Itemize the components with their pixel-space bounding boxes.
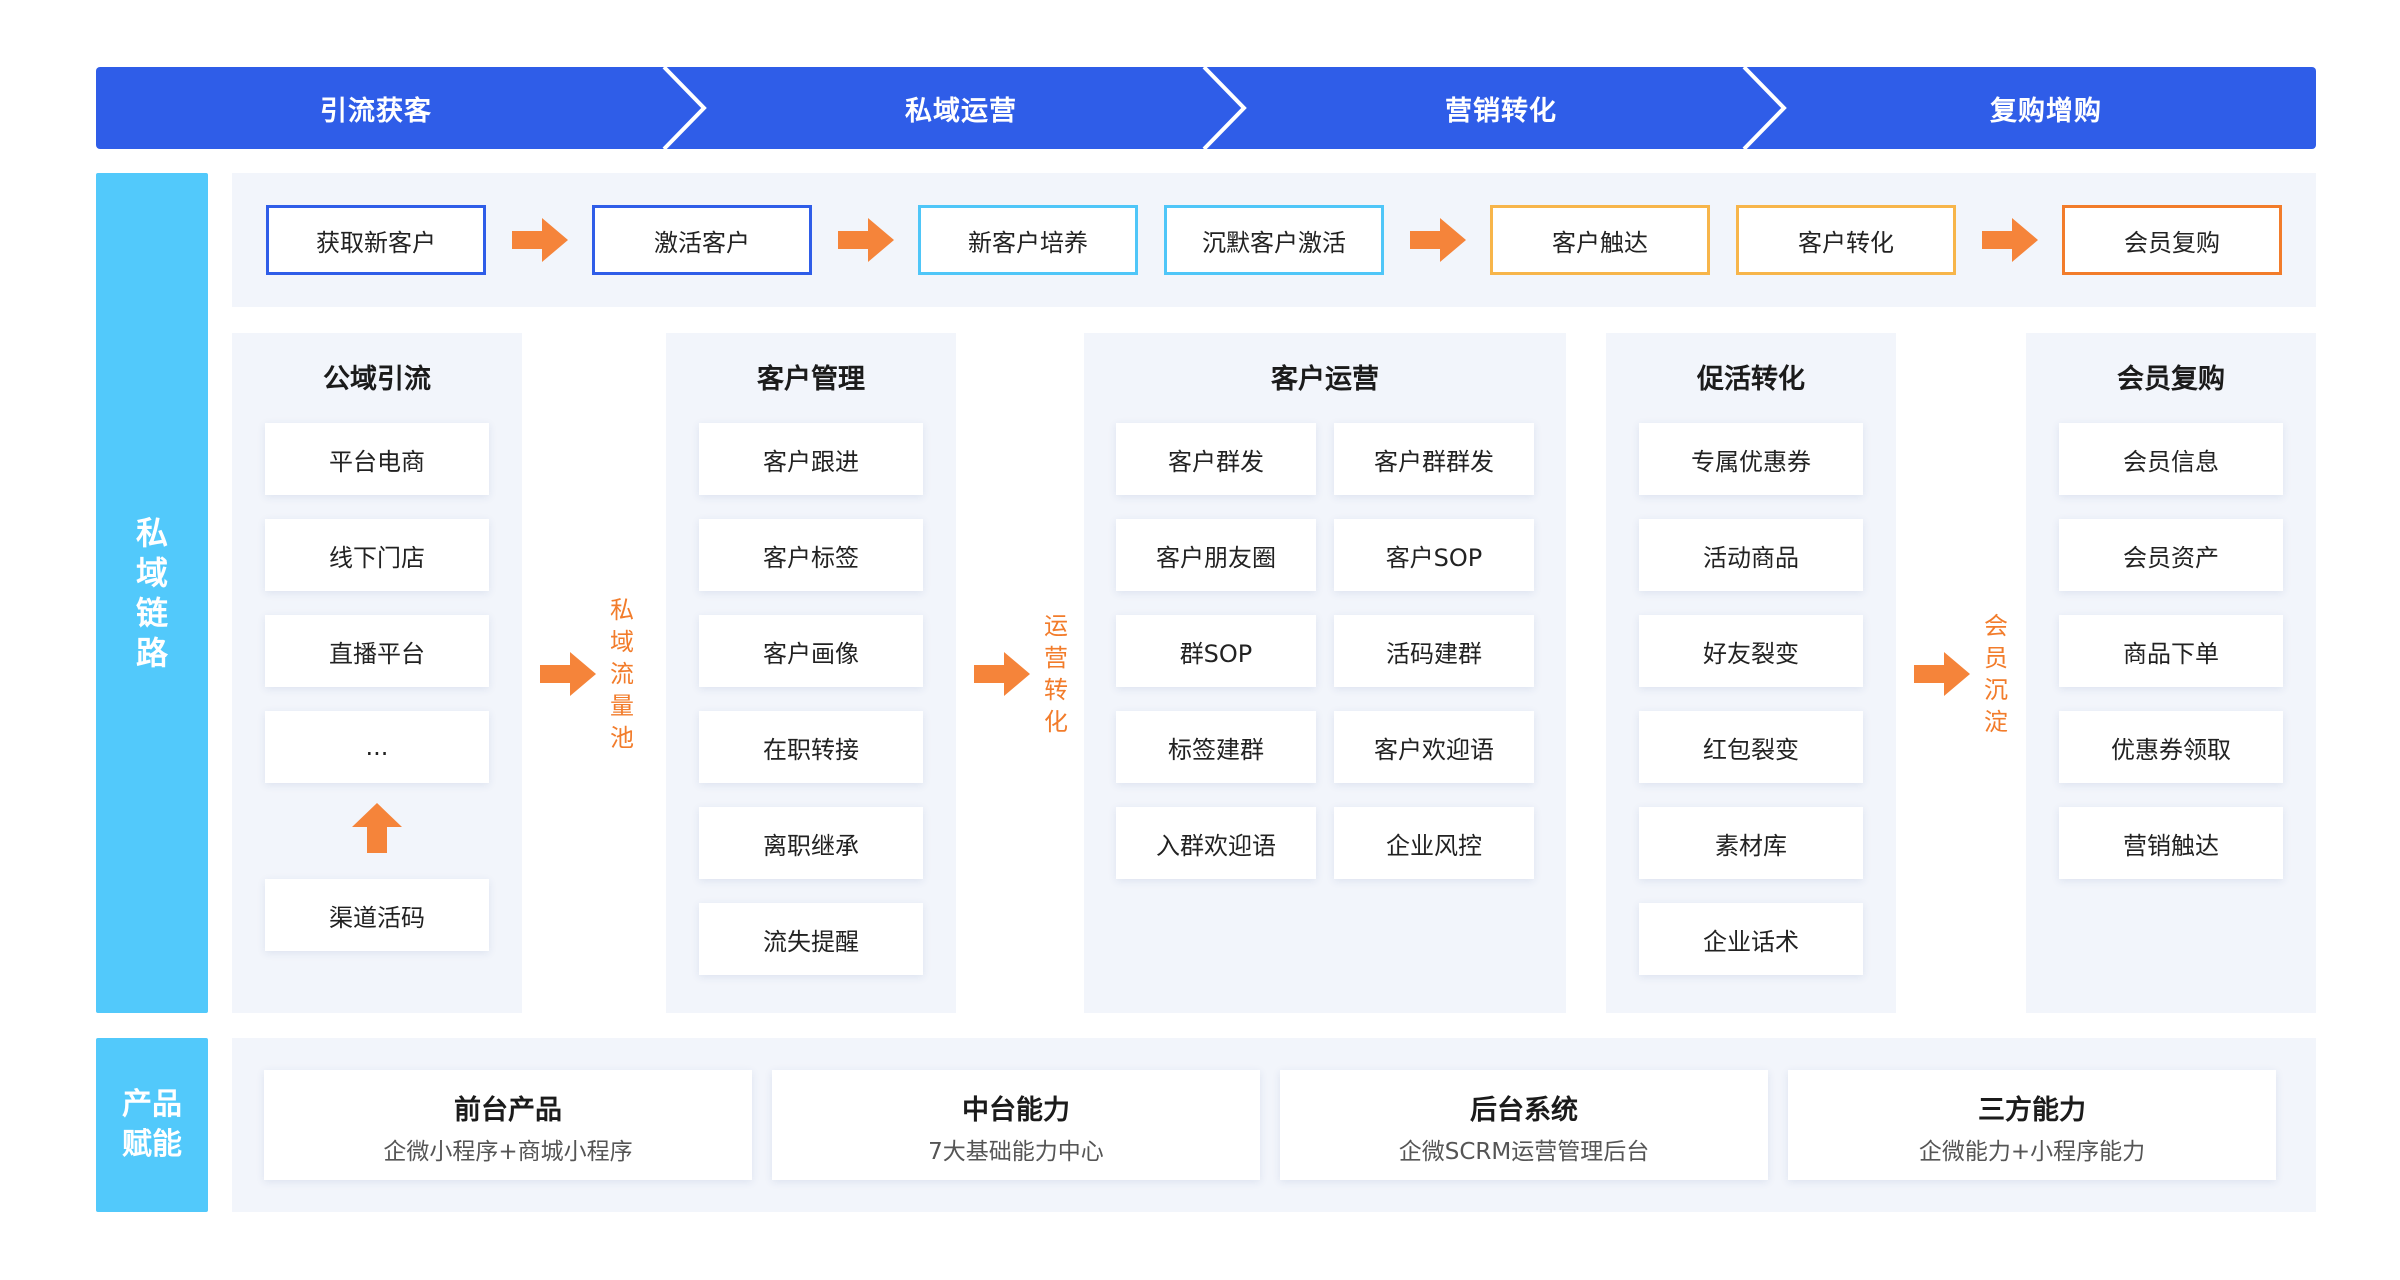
stage-4: 复购增购 — [1990, 95, 2102, 127]
product-subtitle: 企微能力+小程序能力 — [1918, 1139, 2146, 1165]
product-subtitle: 企微小程序+商城小程序 — [383, 1139, 633, 1165]
flow-step-nurture: 新客户培养 — [918, 205, 1138, 275]
list-item: 标签建群 — [1116, 711, 1316, 783]
list-item: 在职转接 — [699, 711, 923, 783]
arrow-up-icon — [352, 803, 402, 853]
product-title: 前台产品 — [454, 1095, 562, 1126]
list-item: 客户群发 — [1116, 423, 1316, 495]
column-title: 客户运营 — [1271, 364, 1379, 395]
list-item: 客户朋友圈 — [1116, 519, 1316, 591]
arrow-right-icon — [1982, 218, 2038, 262]
column-title: 促活转化 — [1697, 364, 1805, 395]
column-activation-conversion: 促活转化 专属优惠券 活动商品 好友裂变 红包裂变 素材库 企业话术 — [1606, 333, 1896, 1013]
flow-step-acquire: 获取新客户 — [266, 205, 486, 275]
connector-label-ops-conversion: 运营转化 — [1044, 612, 1068, 736]
column-public-traffic: 公域引流 平台电商 线下门店 直播平台 ... 渠道活码 — [232, 333, 522, 1013]
stage-2: 私域运营 — [905, 95, 1017, 127]
list-item: 优惠券领取 — [2059, 711, 2283, 783]
list-item: 客户欢迎语 — [1334, 711, 1534, 783]
list-item: 专属优惠券 — [1639, 423, 1863, 495]
list-item: 红包裂变 — [1639, 711, 1863, 783]
list-item: 入群欢迎语 — [1116, 807, 1316, 879]
list-item: 营销触达 — [2059, 807, 2283, 879]
list-item: ... — [265, 711, 489, 783]
column-customer-management: 客户管理 客户跟进 客户标签 客户画像 在职转接 离职继承 流失提醒 — [666, 333, 956, 1013]
column-customer-operations: 客户运营 客户群发 客户群群发 客户朋友圈 客户SOP 群SOP 活码建群 标签… — [1084, 333, 1566, 1013]
arrow-right-icon — [1410, 218, 1466, 262]
side-label-product: 产品赋能 — [96, 1038, 208, 1212]
list-item: 会员资产 — [2059, 519, 2283, 591]
list-item: 客户画像 — [699, 615, 923, 687]
column-title: 会员复购 — [2117, 364, 2225, 395]
side-label-chain-text: 私域链路 — [135, 514, 168, 672]
flow-step-repurchase: 会员复购 — [2062, 205, 2282, 275]
connector-label-traffic-pool: 私域流量池 — [610, 596, 634, 752]
product-subtitle: 7大基础能力中心 — [928, 1139, 1104, 1165]
product-card-frontend: 前台产品 企微小程序+商城小程序 — [264, 1070, 752, 1180]
flow-step-activate: 激活客户 — [592, 205, 812, 275]
arrow-right-icon — [512, 218, 568, 262]
column-title: 客户管理 — [757, 364, 865, 395]
list-item: 直播平台 — [265, 615, 489, 687]
chevron-right-icon — [1202, 67, 1247, 149]
product-title: 后台系统 — [1470, 1095, 1578, 1126]
list-item: 客户SOP — [1334, 519, 1534, 591]
product-card-middle: 中台能力 7大基础能力中心 — [772, 1070, 1260, 1180]
chevron-right-icon — [1742, 67, 1787, 149]
list-item: 企业风控 — [1334, 807, 1534, 879]
list-item: 线下门店 — [265, 519, 489, 591]
arrow-right-icon — [838, 218, 894, 262]
list-item: 流失提醒 — [699, 903, 923, 975]
list-item: 客户标签 — [699, 519, 923, 591]
side-label-product-text: 产品赋能 — [122, 1087, 182, 1162]
list-item: 渠道活码 — [265, 879, 489, 951]
list-item: 活动商品 — [1639, 519, 1863, 591]
product-subtitle: 企微SCRM运营管理后台 — [1398, 1139, 1650, 1165]
stage-3: 营销转化 — [1445, 95, 1557, 127]
flow-step-reach: 客户触达 — [1490, 205, 1710, 275]
stage-banner: 引流获客 私域运营 营销转化 复购增购 — [96, 67, 2316, 149]
column-member-repurchase: 会员复购 会员信息 会员资产 商品下单 优惠券领取 营销触达 — [2026, 333, 2316, 1013]
list-item: 客户跟进 — [699, 423, 923, 495]
list-item: 企业话术 — [1639, 903, 1863, 975]
list-item: 会员信息 — [2059, 423, 2283, 495]
list-item: 客户群群发 — [1334, 423, 1534, 495]
arrow-right-icon — [974, 652, 1030, 696]
arrow-right-icon — [1914, 652, 1970, 696]
flow-step-reactivate: 沉默客户激活 — [1164, 205, 1384, 275]
connector-label-member-retention: 会员沉淀 — [1984, 612, 2008, 736]
column-title: 公域引流 — [323, 364, 431, 395]
chevron-right-icon — [662, 67, 707, 149]
product-title: 中台能力 — [962, 1095, 1070, 1126]
side-label-chain: 私域链路 — [96, 173, 208, 1013]
product-card-backend: 后台系统 企微SCRM运营管理后台 — [1280, 1070, 1768, 1180]
stage-1: 引流获客 — [320, 95, 432, 127]
product-title: 三方能力 — [1978, 1095, 2086, 1126]
arrow-right-icon — [540, 652, 596, 696]
list-item: 活码建群 — [1334, 615, 1534, 687]
list-item: 平台电商 — [265, 423, 489, 495]
list-item: 素材库 — [1639, 807, 1863, 879]
flow-step-convert: 客户转化 — [1736, 205, 1956, 275]
product-card-third-party: 三方能力 企微能力+小程序能力 — [1788, 1070, 2276, 1180]
list-item: 离职继承 — [699, 807, 923, 879]
list-item: 群SOP — [1116, 615, 1316, 687]
list-item: 商品下单 — [2059, 615, 2283, 687]
list-item: 好友裂变 — [1639, 615, 1863, 687]
